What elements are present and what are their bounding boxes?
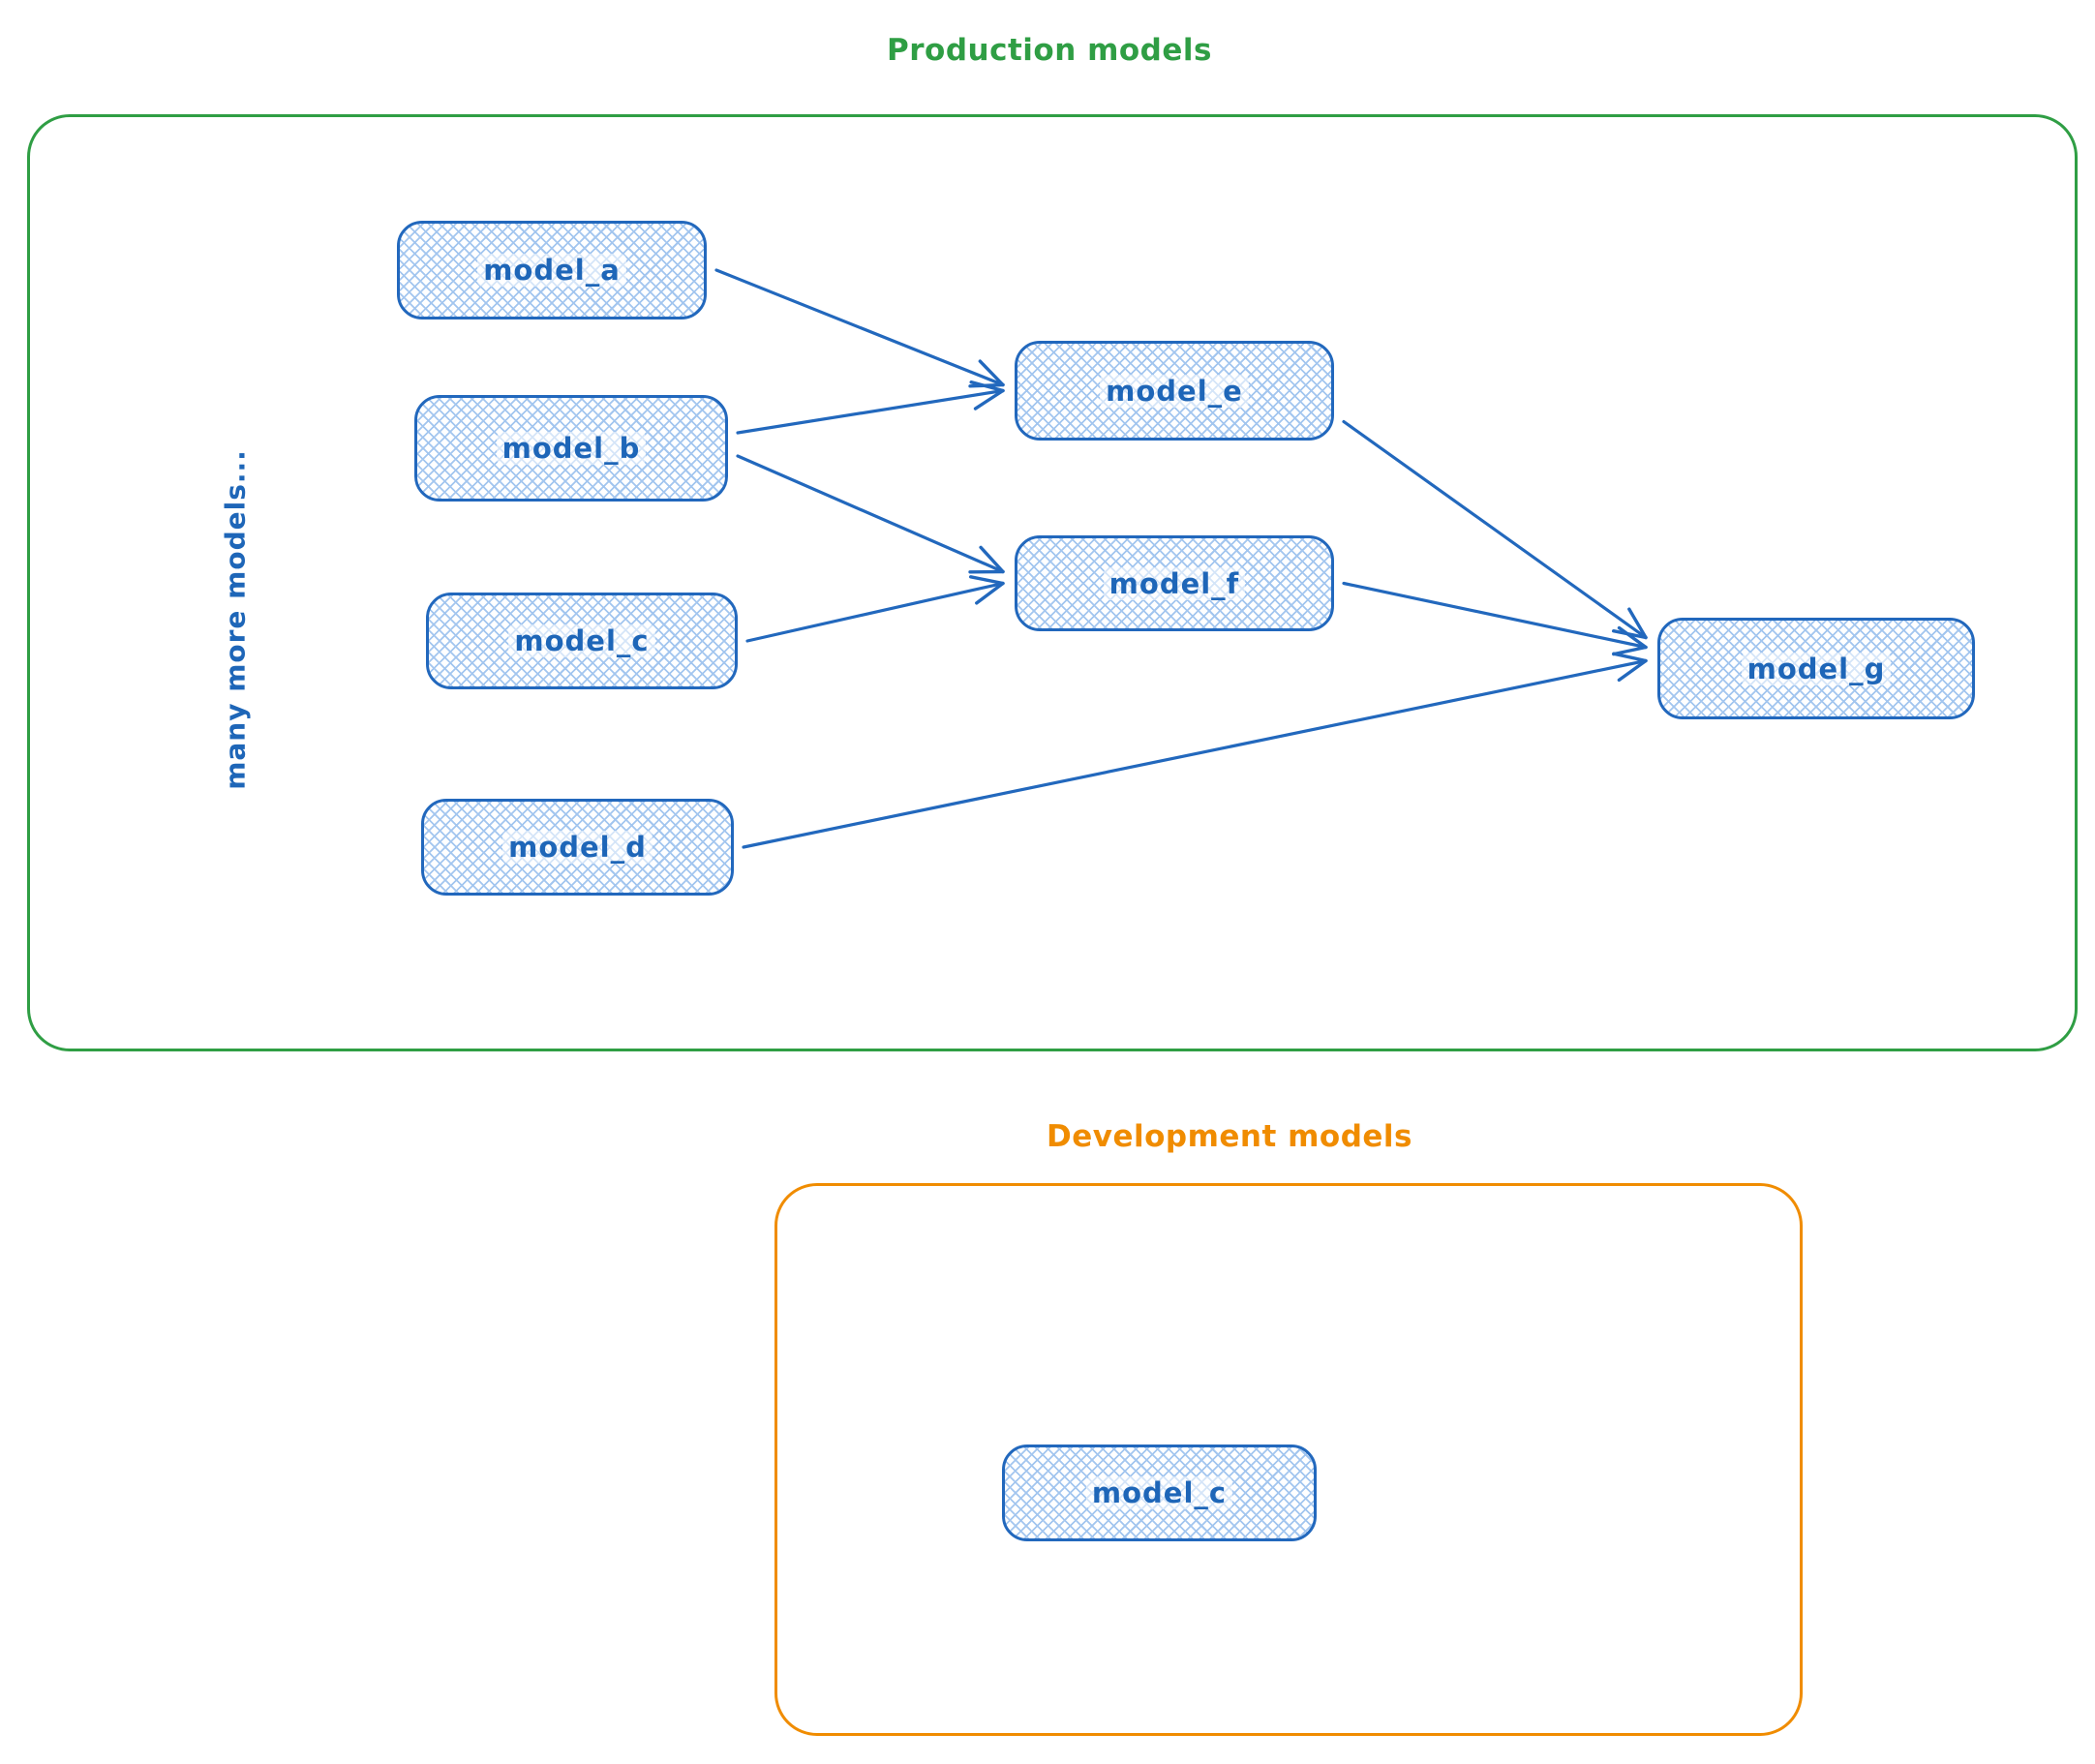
node-label-model_g: model_g <box>1741 652 1892 685</box>
many-more-models-note: many more models... <box>219 449 252 790</box>
production-models-frame <box>27 114 2078 1051</box>
node-label-model_c: model_c <box>508 624 655 657</box>
node-model_f: model_f <box>1015 535 1334 631</box>
node-model_g: model_g <box>1657 618 1975 719</box>
node-label-dev_model_c: model_c <box>1085 1476 1233 1509</box>
node-model_e: model_e <box>1015 341 1334 441</box>
node-model_d: model_d <box>421 799 734 896</box>
development-models-frame <box>774 1183 1803 1736</box>
development-models-title: Development models <box>1046 1119 1412 1154</box>
node-label-model_e: model_e <box>1100 374 1249 408</box>
node-label-model_d: model_d <box>502 831 653 864</box>
production-models-title: Production models <box>887 33 1212 68</box>
node-model_b: model_b <box>414 395 728 502</box>
node-dev_model_c: model_c <box>1002 1445 1317 1541</box>
node-model_c: model_c <box>426 593 738 689</box>
node-label-model_a: model_a <box>477 254 626 287</box>
node-label-model_f: model_f <box>1103 566 1246 600</box>
node-model_a: model_a <box>397 221 707 319</box>
node-label-model_b: model_b <box>496 432 647 465</box>
